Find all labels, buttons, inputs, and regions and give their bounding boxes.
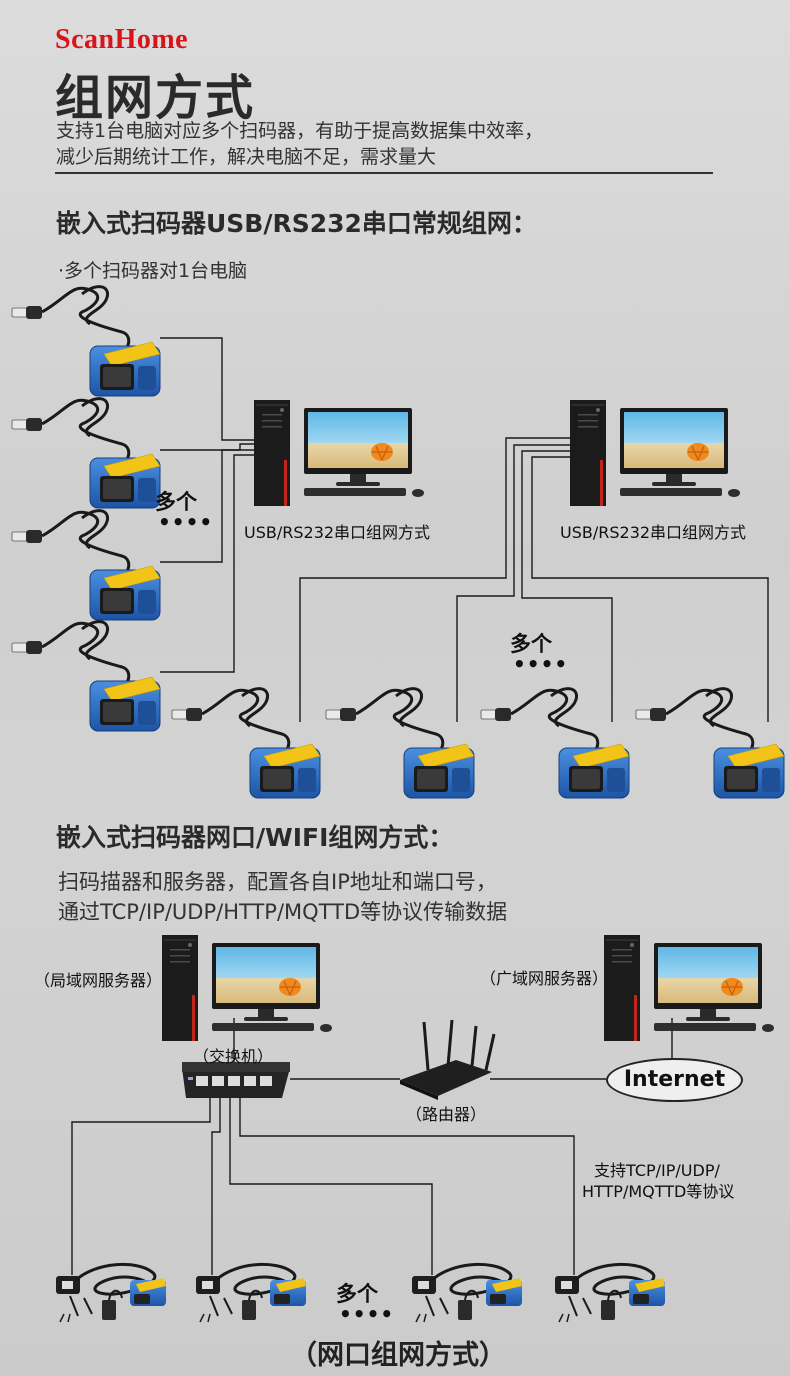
network-wires	[71, 1018, 673, 1275]
section2-desc-2: 通过TCP/IP/UDP/HTTP/MQTTD等协议传输数据	[58, 900, 508, 924]
many-dots-bottom: ••••	[339, 1302, 395, 1326]
brand-logo: ScanHome	[55, 24, 189, 55]
usb-scanner-icon	[634, 687, 786, 800]
divider	[55, 172, 713, 174]
desktop-pc-icon	[603, 934, 775, 1042]
right-wires	[299, 437, 769, 722]
intro-line-1: 支持1台电脑对应多个扫码器，有助于提高数据集中效率，	[56, 120, 544, 142]
section1-subtitle: ·多个扫码器对1台电脑	[58, 260, 248, 282]
many-label-left: 多个	[155, 490, 197, 514]
section1-heading: 嵌入式扫码器USB/RS232串口常规组网：	[56, 209, 537, 238]
router-icon	[400, 1019, 496, 1100]
usb-scanner-icon	[10, 509, 162, 622]
many-label-bottom: 多个	[336, 1282, 378, 1306]
left-wires	[160, 337, 258, 673]
page-title: 组网方式	[55, 70, 256, 126]
usb-scanner-icon	[479, 687, 631, 800]
ethernet-scanner-icon	[553, 1262, 667, 1324]
usb-scanner-icon	[170, 687, 322, 800]
switch-label: （交换机）	[193, 1047, 274, 1066]
router-label: （路由器）	[406, 1105, 487, 1124]
lan-server-label: （局域网服务器）	[34, 971, 163, 990]
desktop-pc-icon	[569, 399, 741, 507]
intro-line-2: 减少后期统计工作，解决电脑不足，需求量大	[56, 146, 437, 168]
section2-heading: 嵌入式扫码器网口/WIFI组网方式：	[56, 823, 454, 852]
right-caption: USB/RS232串口组网方式	[560, 523, 747, 542]
many-dots-left: ••••	[158, 510, 214, 534]
protocol-note-1: 支持TCP/IP/UDP/	[594, 1161, 720, 1180]
left-caption: USB/RS232串口组网方式	[244, 523, 431, 542]
ethernet-scanner-icon	[410, 1262, 524, 1324]
switch-icon	[182, 1062, 290, 1098]
usb-scanner-icon	[324, 687, 476, 800]
desktop-pc-icon	[253, 399, 425, 507]
usb-scanner-icon	[10, 285, 162, 398]
desktop-pc-icon	[161, 934, 333, 1042]
usb-scanner-icon	[10, 620, 162, 733]
many-dots-right: ••••	[513, 652, 569, 676]
bottom-caption: （网口组网方式）	[290, 1340, 506, 1371]
wan-server-label: （广域网服务器）	[480, 969, 609, 988]
protocol-note-2: HTTP/MQTTD等协议	[582, 1182, 735, 1201]
many-label-right: 多个	[510, 632, 552, 656]
section2-desc-1: 扫码描器和服务器，配置各自IP地址和端口号，	[58, 870, 497, 894]
usb-scanner-icon	[10, 397, 162, 510]
internet-cloud: Internet	[606, 1058, 743, 1102]
